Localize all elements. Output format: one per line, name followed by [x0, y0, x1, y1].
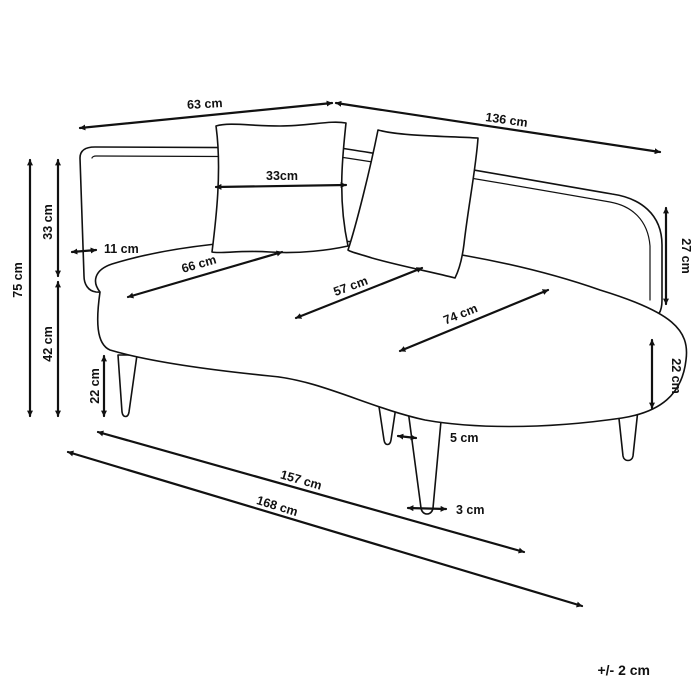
sofa-illustration: [79, 121, 688, 515]
label-leg-height-left: 22 cm: [88, 368, 102, 403]
label-pillow-width: 33cm: [266, 169, 298, 183]
dim-line-leg-bottom: [406, 505, 448, 512]
dim-line-overall-width: [334, 100, 662, 155]
label-overall-width: 136 cm: [485, 110, 529, 130]
dim-line-back-depth: [78, 100, 334, 131]
sofa-leg-rear-left: [117, 354, 138, 418]
sofa-leg-front-middle: [407, 409, 443, 515]
label-leg-top: 5 cm: [450, 431, 479, 445]
label-back-height: 33 cm: [41, 204, 55, 239]
dim-line-seat-depth-middle: [294, 266, 424, 320]
tolerance-note: +/- 2 cm: [597, 662, 650, 678]
label-overall-height: 75 cm: [11, 262, 25, 297]
dim-line-overall-length: [66, 450, 584, 608]
label-arm-height: 27 cm: [679, 238, 693, 273]
label-seat-height: 42 cm: [41, 326, 55, 361]
label-back-depth: 63 cm: [187, 96, 223, 112]
dim-line-seat-length: [96, 430, 526, 554]
label-leg-bottom: 3 cm: [456, 503, 485, 517]
dim-line-arm-thickness: [70, 247, 98, 255]
dimension-lines: [27, 100, 669, 608]
label-seat-thickness-right: 22 cm: [669, 358, 683, 393]
label-arm-thickness: 11 cm: [104, 242, 139, 256]
dim-line-pillow-width: [214, 182, 348, 190]
sofa-backrest-inner-line: [91, 155, 651, 301]
dim-line-seat-depth-right: [398, 288, 550, 353]
dim-line-seat-depth-left: [126, 250, 284, 299]
